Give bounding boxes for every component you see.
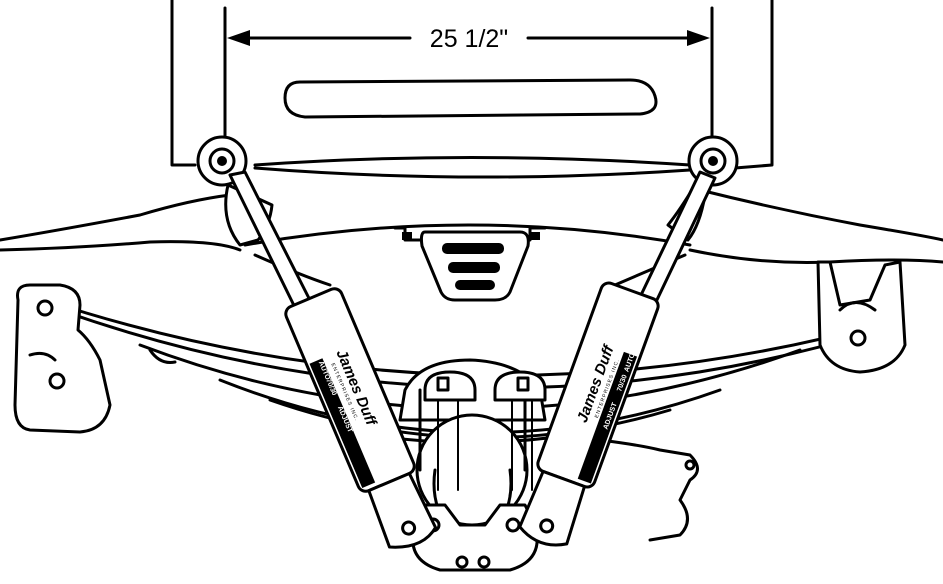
dimension-arrow-right: [687, 30, 710, 46]
u-bolts: [423, 370, 547, 491]
dimension-indicator: 25 1/2": [223, 6, 714, 162]
left-spring-hanger: [13, 283, 112, 434]
right-shock-absorber: ADJUST 70/30 AUTO James Duff ENTERPRISES…: [518, 170, 717, 547]
dimension-label: 25 1/2": [430, 25, 508, 53]
right-spring-hanger: [816, 260, 907, 374]
dimension-arrow-left: [227, 30, 250, 46]
left-shock-absorber: ADJUST 70/30 AUTO James Duff ENTERPRISES…: [228, 170, 438, 549]
frame-crossmember: [170, 0, 774, 179]
center-bracket: [393, 226, 547, 302]
frame-slot: [283, 78, 658, 119]
